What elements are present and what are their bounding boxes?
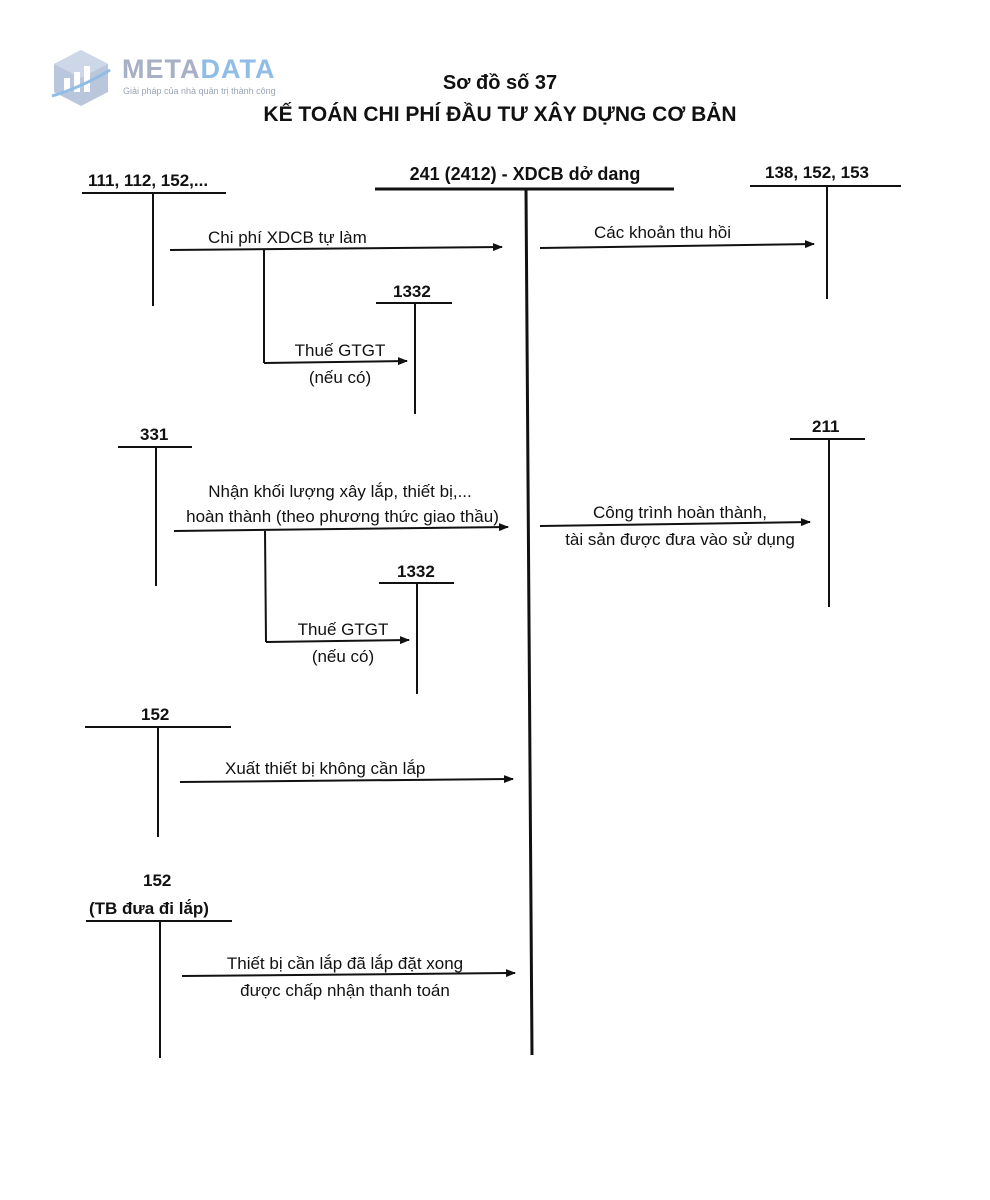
- account-211: 211: [812, 417, 840, 436]
- flow-hoan-thanh-line1: Công trình hoàn thành,: [593, 503, 767, 522]
- flow-chi-phi-tu-lam: Chi phí XDCB tự làm: [208, 228, 367, 247]
- arrow-giao-thau: [173, 523, 509, 532]
- logo-tagline: Giải pháp của nhà quản trị thành công: [123, 86, 276, 96]
- branch-thue-2: [264, 530, 267, 643]
- flow-thue-gtgt-1: Thuế GTGT: [294, 341, 386, 360]
- flow-thue-gtgt-2: Thuế GTGT: [297, 620, 389, 639]
- account-331: 331: [140, 425, 169, 444]
- arrow-xuat-thiet-bi: [179, 775, 514, 784]
- account-1332-mid: 1332: [397, 562, 435, 581]
- arrow-hoan-thanh: [539, 518, 811, 527]
- account-152b-note: (TB đưa đi lắp): [89, 899, 209, 918]
- account-1332-top: 1332: [393, 282, 431, 301]
- arrow-chi-phi-tu-lam: [169, 243, 503, 252]
- logo-cube-icon: [51, 50, 111, 106]
- account-138-152-153: 138, 152, 153: [765, 163, 869, 182]
- logo-word-data: DATA: [200, 54, 276, 84]
- flow-giao-thau-line1: Nhận khối lượng xây lắp, thiết bị,...: [208, 482, 472, 501]
- flow-giao-thau-line2: hoàn thành (theo phương thức giao thầu): [186, 507, 499, 526]
- flow-thue-gtgt-1-note: (nếu có): [308, 368, 372, 387]
- diagram-number: Sơ đồ số 37: [442, 72, 558, 94]
- page-title: KẾ TOÁN CHI PHÍ ĐẦU TƯ XÂY DỰNG CƠ BẢN: [263, 103, 737, 126]
- account-241: 241 (2412) - XDCB dở dang: [409, 164, 641, 184]
- flow-hoan-thanh-line2: tài sản được đưa vào sử dụng: [565, 530, 795, 549]
- arrow-thue-2: [265, 636, 410, 645]
- t-stem-241: [524, 188, 534, 1056]
- flow-thu-hoi: Các khoản thu hồi: [594, 223, 732, 242]
- arrow-thu-hoi: [539, 240, 815, 249]
- account-152b: 152: [143, 871, 172, 890]
- account-152: 152: [141, 705, 170, 724]
- arrow-thue-1: [263, 357, 408, 366]
- flow-thue-gtgt-2-note: (nếu có): [311, 647, 375, 666]
- arrow-thiet-bi-can-lap: [181, 969, 516, 978]
- flow-thiet-bi-can-lap-line1: Thiết bị cần lắp đã lắp đặt xong: [226, 954, 464, 973]
- account-111-112-152: 111, 112, 152,...: [88, 171, 209, 190]
- logo: METADATA Giải pháp của nhà quản trị thàn…: [50, 48, 310, 108]
- flow-thiet-bi-can-lap-line2: được chấp nhận thanh toán: [240, 981, 450, 1000]
- logo-word-meta: META: [122, 54, 201, 84]
- flow-xuat-thiet-bi: Xuất thiết bị không cần lắp: [225, 759, 426, 778]
